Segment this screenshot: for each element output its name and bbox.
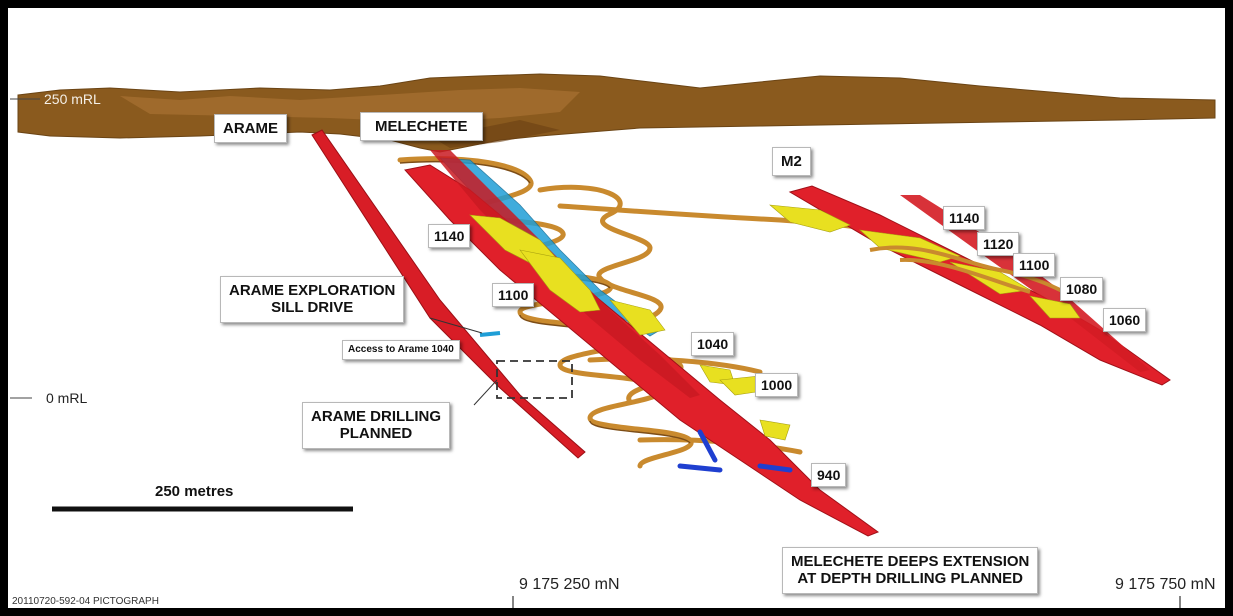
m2-level-label-1120: 1120 (977, 232, 1020, 257)
drilling-target-box (496, 360, 573, 399)
exploration-drive (479, 331, 501, 337)
m2-ramp (869, 245, 1081, 302)
deeps-callout-line2: AT DEPTH DRILLING PLANNED (797, 570, 1023, 588)
m2-label: M2 (772, 147, 811, 177)
level-label-940: 940 (811, 463, 847, 488)
m2-orebody-2 (900, 195, 1150, 372)
elevation-250-label: 250 mRL (44, 91, 101, 107)
drilling-callout-line1: ARAME DRILLING (311, 408, 441, 425)
exploration-callout-line2: SILL DRIVE (271, 299, 354, 317)
m2-level-label-1100: 1100 (1013, 253, 1056, 278)
elevation-0-label: 0 mRL (46, 390, 88, 406)
level-label-1040: 1040 (691, 332, 735, 357)
exploration-leader (429, 317, 483, 334)
drilling-callout-line2: PLANNED (339, 425, 413, 443)
level-label-1100: 1100 (492, 283, 535, 308)
deeps-callout: MELECHETE DEEPS EXTENSION AT DEPTH DRILL… (782, 547, 1039, 594)
northing-label-2: 9 175 750 mN (1115, 576, 1216, 593)
drilling-leader (473, 379, 498, 406)
melechete-label: MELECHETE (360, 112, 483, 142)
m2-level-label-1140: 1140 (943, 206, 986, 231)
arame-label: ARAME (214, 114, 287, 144)
northing-label-1: 9 175 250 mN (519, 576, 620, 593)
level-label-1140: 1140 (428, 224, 471, 249)
deeps-callout-line1: MELECHETE DEEPS EXTENSION (791, 553, 1030, 570)
figure-credit: 20110720-592-04 PICTOGRAPH (12, 596, 159, 607)
drilling-callout: ARAME DRILLING PLANNED (302, 402, 450, 449)
scale-bar-label: 250 metres (155, 483, 234, 500)
exploration-callout-line1: ARAME EXPLORATION (229, 282, 396, 299)
m2-level-label-1060: 1060 (1103, 308, 1147, 333)
level-label-1000: 1000 (755, 373, 799, 398)
m2-level-label-1080: 1080 (1060, 277, 1104, 302)
exploration-callout: ARAME EXPLORATION SILL DRIVE (220, 276, 405, 323)
access-callout: Access to Arame 1040 (342, 340, 460, 360)
blue-drives (677, 429, 793, 473)
